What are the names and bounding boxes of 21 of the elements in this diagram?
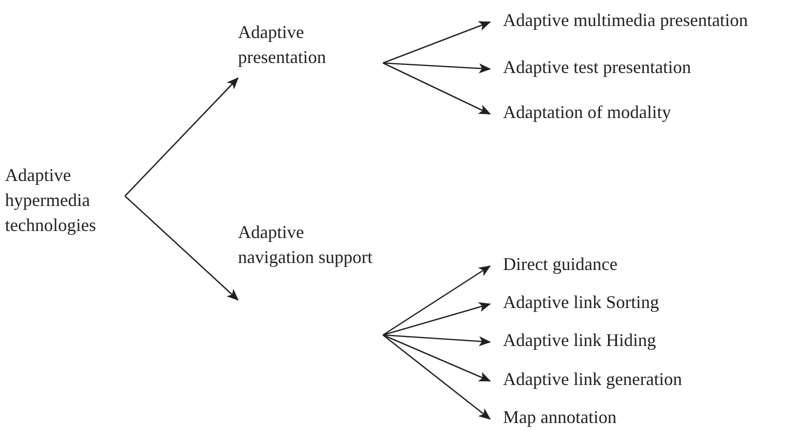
node-label: Adaptive navigation support xyxy=(238,221,374,269)
node-label: Adaptation of modality xyxy=(502,101,672,124)
node-label: Map annotation xyxy=(502,406,618,429)
arrow xyxy=(382,265,491,336)
arrow xyxy=(382,302,491,336)
node-label: Adaptive presentation xyxy=(238,21,327,69)
node-label: Adaptive hypermedia technologies xyxy=(5,164,97,237)
arrow xyxy=(124,77,239,196)
node-label: Direct guidance xyxy=(502,253,618,276)
node-label: Adaptive link Sorting xyxy=(502,291,660,314)
arrow xyxy=(382,334,491,382)
node-label: Adaptive link generation xyxy=(502,368,683,391)
arrow xyxy=(382,62,491,74)
node-label: Adaptive multimedia presentation xyxy=(502,9,749,32)
node-label: Adaptive link Hiding xyxy=(502,329,657,352)
arrow xyxy=(382,62,491,115)
node-label: Adaptive test presentation xyxy=(502,56,692,79)
arrow xyxy=(382,21,491,64)
arrow xyxy=(382,334,491,346)
arrow xyxy=(382,334,491,420)
arrow xyxy=(124,196,239,301)
